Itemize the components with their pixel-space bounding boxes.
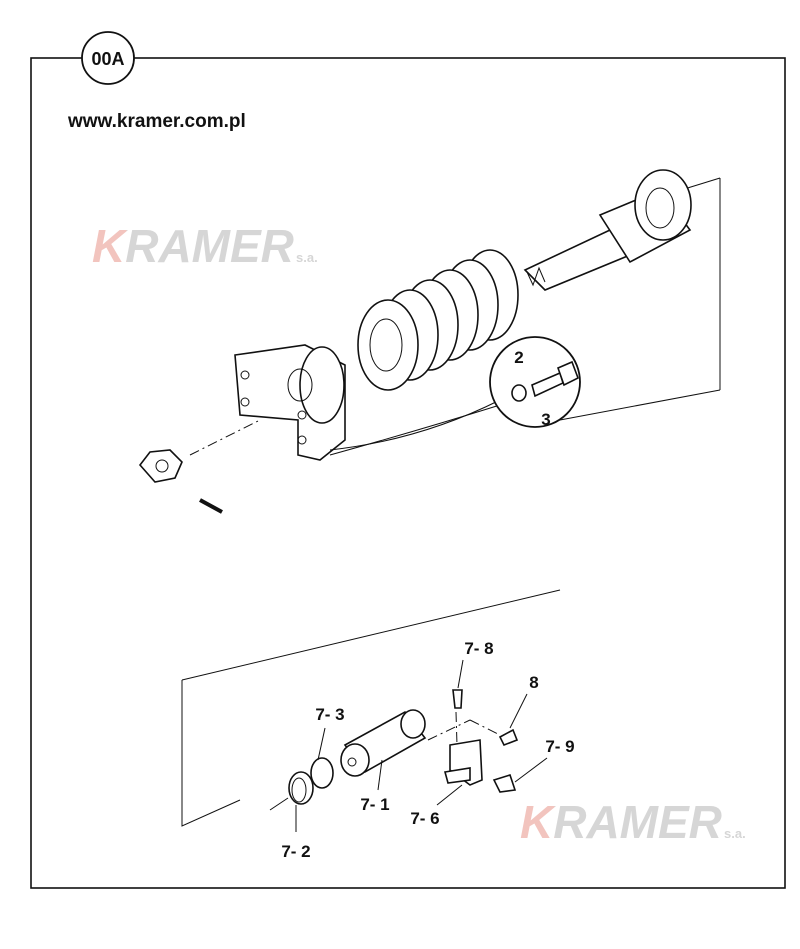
callout-7-2: 7- 2 (281, 842, 310, 861)
page-code-badge (81, 31, 135, 85)
castle-nut (138, 449, 183, 483)
watermark-bottom: KRAMER s.a. (520, 796, 746, 848)
callout-7-8: 7- 8 (464, 639, 493, 658)
callout-8: 8 (529, 673, 538, 692)
watermark-suffix: s.a. (296, 250, 318, 265)
cotter-pin (199, 498, 223, 514)
page-code: 00A (91, 49, 124, 69)
diagram-frame (30, 57, 786, 889)
screw-8 (498, 728, 519, 747)
callout-7-6: 7- 6 (410, 809, 439, 828)
washer (511, 384, 527, 402)
callout-7-3: 7- 3 (315, 705, 344, 724)
website-url: www.kramer.com.pl (67, 111, 246, 132)
watermark-brand: KRAMER (520, 796, 722, 848)
mounting-clip (443, 739, 483, 786)
screw-7-8 (452, 689, 463, 709)
callout-7-1: 7- 1 (360, 795, 389, 814)
watermark-brand: KRAMER (92, 220, 294, 272)
o-ring (310, 757, 334, 789)
yoke-bracket (234, 344, 346, 461)
callout-7-9: 7- 9 (545, 737, 574, 756)
recoil-spring (357, 249, 519, 391)
watermark-suffix: s.a. (724, 826, 746, 841)
grease-nipple (492, 774, 517, 793)
callout-3: 3 (541, 410, 550, 429)
bolt (531, 360, 580, 398)
grease-cylinder (340, 709, 427, 777)
callout-2: 2 (514, 348, 523, 367)
tension-rod (523, 169, 692, 291)
watermark-top: KRAMER s.a. (92, 220, 318, 272)
detail-circle (489, 336, 581, 428)
seal-ring (288, 771, 314, 805)
